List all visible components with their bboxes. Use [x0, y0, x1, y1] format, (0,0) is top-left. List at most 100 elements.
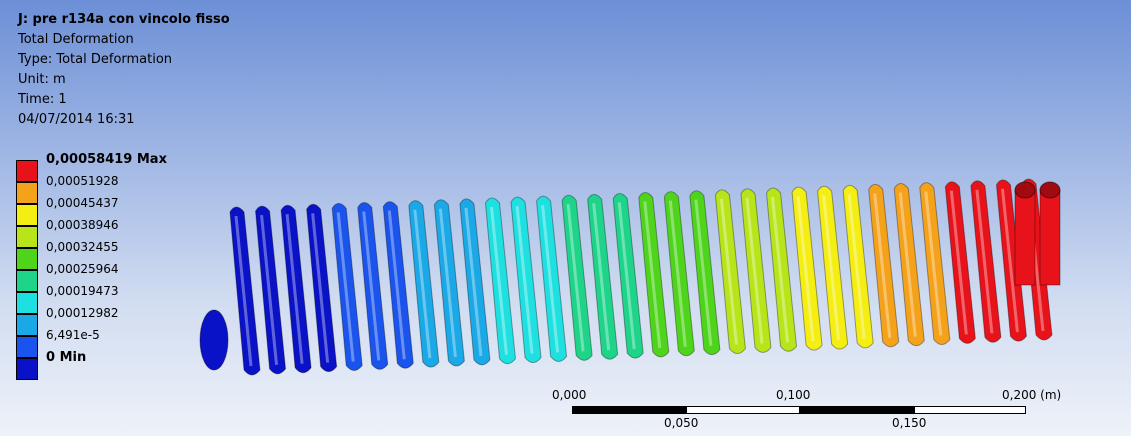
scale-label: 0,150: [892, 416, 927, 430]
coil-highlight: [566, 204, 585, 352]
coil-turn: [995, 179, 1027, 342]
coil-highlight: [387, 210, 406, 360]
coil-turn: [868, 183, 900, 348]
coil-turn: [357, 201, 389, 370]
coil-turn: [408, 200, 440, 368]
coil-turn: [740, 188, 772, 353]
scale-label: 0,200 (m): [1002, 388, 1062, 402]
coil-highlight: [260, 214, 279, 366]
coil-highlight: [541, 205, 560, 353]
legend-swatch-min: [16, 358, 38, 380]
legend-swatch: [16, 204, 38, 226]
coil-turn: [638, 192, 670, 358]
scale-segment: [686, 406, 800, 414]
coil-turn: [766, 187, 798, 352]
coil-highlight: [285, 214, 304, 364]
coil-turn: [944, 181, 976, 344]
coil-turn: [484, 197, 517, 365]
result-info-block: J: pre r134a con vincolo fisso Total Def…: [18, 10, 230, 130]
coil-highlight: [489, 206, 508, 355]
coil-highlight: [592, 203, 611, 351]
coil-highlight: [643, 201, 662, 349]
coil-inlet: [199, 309, 229, 371]
coil-highlight: [822, 195, 841, 341]
coil-turns: [199, 178, 1061, 376]
coil-highlight: [617, 202, 636, 350]
coil-turn: [331, 202, 363, 371]
coil-turn: [510, 196, 542, 364]
coil-turn: [306, 203, 338, 373]
coil-highlight: [719, 198, 738, 345]
coil-turn: [689, 190, 721, 356]
legend-swatch: [16, 182, 38, 204]
coil-turn: [587, 193, 619, 360]
coil-turn: [817, 185, 849, 350]
coil-turn: [561, 194, 593, 361]
coil-highlight: [362, 211, 381, 361]
coil-highlight: [745, 197, 764, 344]
legend-label: 0,00025964: [46, 262, 119, 276]
legend-label: 0,00019473: [46, 284, 119, 298]
coil-highlight: [949, 190, 968, 335]
legend-swatch: [16, 292, 38, 314]
legend-label: 0,00012982: [46, 306, 119, 320]
coil-turn: [919, 182, 951, 346]
coil-highlight: [924, 191, 943, 336]
legend-swatch: [16, 270, 38, 292]
legend-swatch: [16, 248, 38, 270]
coil-highlight: [336, 212, 355, 362]
result-unit: Unit: m: [18, 72, 66, 87]
scale-bar: 0,000 0,100 0,200 (m) 0,050 0,150: [540, 386, 1080, 436]
scale-label: 0,000: [552, 388, 587, 402]
coil-highlight: [668, 200, 687, 347]
coil-highlight: [771, 196, 790, 343]
coil-highlight: [694, 199, 713, 346]
legend-swatch-max: [16, 160, 38, 182]
legend-swatch: [16, 314, 38, 336]
coil-highlight: [1000, 188, 1019, 333]
scale-segment: [800, 406, 914, 414]
coil-highlight: [311, 213, 330, 363]
result-name: Total Deformation: [18, 32, 134, 47]
coil-turn: [970, 180, 1002, 343]
coil-highlight: [515, 205, 534, 354]
scale-label: 0,100: [776, 388, 811, 402]
coil-turn: [433, 199, 465, 367]
legend-label: 0,00045437: [46, 196, 119, 210]
coil-highlight: [898, 192, 917, 337]
coil-highlight: [234, 215, 253, 367]
legend-label: 6,491e-5: [46, 328, 100, 342]
result-type: Type: Total Deformation: [18, 52, 173, 67]
coil-turn: [229, 206, 261, 376]
legend-max-label: 0,00058419 Max: [46, 152, 167, 167]
scale-segment: [572, 406, 686, 414]
coil-turn: [791, 186, 823, 351]
coil-turn: [536, 195, 568, 362]
coil-outlet-tube: [1014, 189, 1036, 286]
coil-highlight: [847, 194, 866, 340]
legend-label: 0,00051928: [46, 174, 119, 188]
coil-outlet-end: [1039, 181, 1061, 199]
analysis-title: J: pre r134a con vincolo fisso: [18, 12, 230, 27]
legend-swatch: [16, 336, 38, 358]
coil-turn: [459, 198, 491, 366]
legend-label: 0,00038946: [46, 218, 119, 232]
result-timestamp: 04/07/2014 16:31: [18, 112, 135, 127]
coil-outlet-tube: [1039, 189, 1061, 286]
coil-turn: [255, 205, 287, 375]
legend-min-label: 0 Min: [46, 350, 87, 365]
coil-highlight: [873, 193, 892, 338]
coil-turn: [893, 183, 925, 347]
legend-label: 0,00032455: [46, 240, 119, 254]
coil-outlet-end: [1014, 181, 1036, 199]
coil-turn: [663, 191, 695, 357]
coil-turn: [280, 204, 312, 374]
coil-turn: [612, 192, 644, 359]
legend-swatch: [16, 226, 38, 248]
scale-segment: [914, 406, 1026, 414]
result-time: Time: 1: [18, 92, 67, 107]
coil-turn: [842, 184, 874, 349]
coil-highlight: [796, 195, 815, 342]
